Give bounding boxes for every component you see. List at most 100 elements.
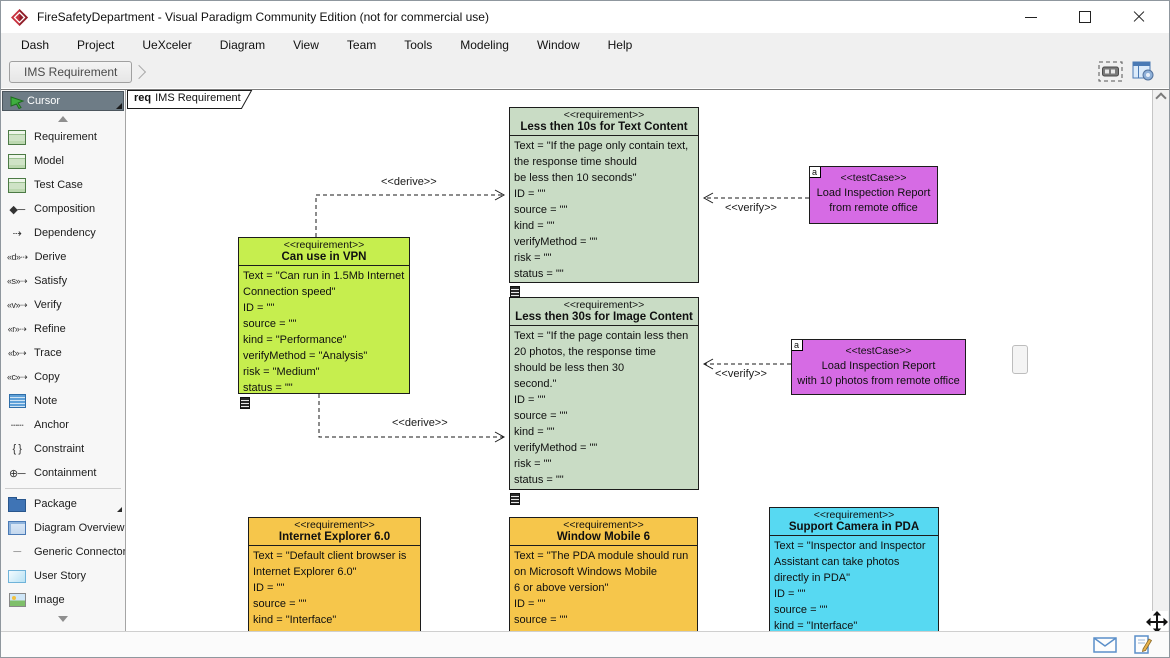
palette-item-image[interactable]: Image <box>1 588 125 612</box>
property-line: directly in PDA" <box>774 572 851 584</box>
more-options-icon <box>117 507 122 512</box>
diagram-canvas[interactable]: <<derive>> <<derive>> <<verify>> <<verif… <box>126 90 1152 631</box>
subdiagram-indicator-icon[interactable] <box>510 493 520 505</box>
node-requirement-window-mobile[interactable]: <<requirement>> Window Mobile 6 Text = "… <box>509 517 698 631</box>
menu-tools[interactable]: Tools <box>404 37 433 52</box>
property-line: ID = "" <box>514 394 546 406</box>
menu-dash[interactable]: Dash <box>21 37 50 52</box>
close-button[interactable] <box>1133 11 1145 23</box>
palette-item-package[interactable]: Package <box>1 492 125 516</box>
node-requirement-support-camera[interactable]: <<requirement>> Support Camera in PDA Te… <box>769 507 939 631</box>
stereotype: <<requirement>> <box>563 299 645 311</box>
property-line: source = "" <box>514 204 568 216</box>
derive-connector-1[interactable] <box>315 194 503 237</box>
message-mail-icon[interactable] <box>1093 636 1117 653</box>
property-line: kind = "Performance" <box>243 334 347 346</box>
menu-diagram[interactable]: Diagram <box>219 37 266 52</box>
palette-scroll-down[interactable] <box>1 612 125 625</box>
chevron-right-icon <box>132 64 147 80</box>
menu-window[interactable]: Window <box>536 37 580 52</box>
stereotype: <<requirement>> <box>294 519 375 531</box>
minimize-button[interactable] <box>1025 16 1037 18</box>
palette-item-trace[interactable]: «t»⇢ Trace <box>7 347 62 359</box>
scroll-up-button[interactable] <box>1153 90 1169 105</box>
node-requirement-less-then-30s[interactable]: <<requirement>> Less then 30s for Image … <box>509 297 699 490</box>
property-line: source = "" <box>774 604 828 616</box>
palette-item-model[interactable]: Model <box>1 149 125 173</box>
breadcrumb[interactable]: IMS Requirement <box>9 61 133 83</box>
palette-item-test-case[interactable]: Test Case <box>1 173 125 197</box>
palette-item-constraint[interactable]: { } Constraint <box>1 437 125 461</box>
window-panel-icon[interactable] <box>1132 61 1155 82</box>
property-line: Text = "If the page contain less then <box>514 330 689 342</box>
palette-scroll-up[interactable] <box>1 112 125 125</box>
palette-item-dependency[interactable]: ⇢ Dependency <box>1 221 125 245</box>
stereotype: <<requirement>> <box>813 509 895 521</box>
menu-help[interactable]: Help <box>607 37 633 52</box>
panel-grip-handle[interactable] <box>1012 345 1028 374</box>
palette-item-copy[interactable]: «c»⇢ Copy <box>7 371 60 383</box>
palette-item-note[interactable]: Note <box>1 389 125 413</box>
move-4way-icon <box>1146 611 1168 633</box>
edit-note-icon[interactable] <box>1133 634 1153 655</box>
subdiagram-indicator-icon[interactable] <box>240 397 250 409</box>
corner-resize-icon <box>116 103 122 109</box>
property-line: risk = "" <box>514 458 552 470</box>
menu-view[interactable]: View <box>293 37 319 52</box>
property-line: ID = "" <box>514 598 546 610</box>
palette-item-containment[interactable]: ⊕─ Containment <box>8 467 97 480</box>
palette-item-derive[interactable]: «d»⇢ Derive <box>7 251 67 263</box>
pan-diagram-button[interactable] <box>1146 611 1168 633</box>
arrowhead-icon <box>494 189 506 201</box>
verify-label[interactable]: <<verify>> <box>715 368 767 380</box>
property-line: 20 photos, the response time <box>514 346 656 358</box>
palette-item-satisfy[interactable]: «s»⇢ Satisfy <box>7 275 68 287</box>
palette-item-generic-connector[interactable]: ─ Generic Connector <box>1 540 125 564</box>
palette-item-verify[interactable]: «v»⇢ Verify <box>7 299 62 311</box>
menu-team[interactable]: Team <box>346 37 377 52</box>
composition-icon: ◆─ <box>9 203 25 216</box>
note-icon <box>8 394 26 408</box>
palette-item-requirement[interactable]: Requirement <box>1 125 125 149</box>
derive-connector-2[interactable] <box>318 394 503 438</box>
palette-item-composition[interactable]: ◆─ Composition <box>1 197 125 221</box>
palette-item-diagram-overview[interactable]: Diagram Overview <box>1 516 125 540</box>
palette-item-cursor[interactable]: Cursor <box>2 91 124 111</box>
cursor-icon <box>7 94 27 109</box>
property-line: should be less then 30 <box>514 362 625 374</box>
subdiagram-indicator-icon[interactable] <box>510 286 520 298</box>
property-line: ID = "" <box>253 582 285 594</box>
property-line: verifyMethod = "" <box>514 236 598 248</box>
palette-item-refine[interactable]: «r»⇢ Refine <box>7 323 66 335</box>
property-line: on Microsoft Windows Mobile <box>514 566 658 578</box>
verify-label[interactable]: <<verify>> <box>725 202 777 214</box>
property-line: Connection speed" <box>243 286 336 298</box>
palette-item-anchor[interactable]: ┄┄ Anchor <box>1 413 125 437</box>
zoom-region-icon[interactable] <box>1098 61 1123 82</box>
palette-separator <box>5 488 121 489</box>
derive-label[interactable]: <<derive>> <box>381 176 437 188</box>
menu-uexceler[interactable]: UeXceler <box>142 37 192 52</box>
palette-item-user-story[interactable]: User Story <box>1 564 125 588</box>
menu-modeling[interactable]: Modeling <box>460 37 509 52</box>
node-requirement-internet-explorer[interactable]: <<requirement>> Internet Explorer 6.0 Te… <box>248 517 421 631</box>
node-requirement-can-use-in-vpn[interactable]: <<requirement>> Can use in VPN Text = "C… <box>238 237 410 394</box>
vertical-scrollbar[interactable] <box>1152 90 1169 631</box>
property-line: Text = "Default client browser is <box>253 550 407 562</box>
menu-project[interactable]: Project <box>77 37 115 52</box>
derive-label[interactable]: <<derive>> <box>392 417 448 429</box>
property-line: kind = "Interface" <box>253 614 337 626</box>
name-line: Load Inspection Report <box>821 360 936 372</box>
property-line: second." <box>514 378 557 390</box>
maximize-button[interactable] <box>1079 11 1091 23</box>
node-name: Internet Explorer 6.0 <box>278 531 391 543</box>
app-logo-icon <box>11 8 28 26</box>
node-requirement-less-then-10s[interactable]: <<requirement>> Less then 10s for Text C… <box>509 107 699 283</box>
name-line: Load Inspection Report <box>816 187 931 199</box>
